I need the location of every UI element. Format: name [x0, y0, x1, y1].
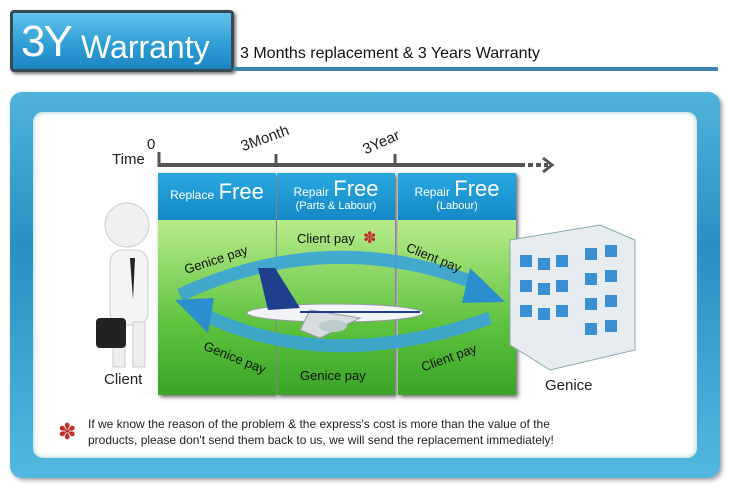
- client-label: Client: [104, 371, 143, 388]
- time-label: Time: [112, 151, 145, 168]
- header-divider: [233, 67, 718, 71]
- flower-icon: ✽: [363, 230, 377, 247]
- column-sub: (Labour): [436, 200, 478, 212]
- genice-label: Genice: [545, 377, 593, 394]
- footnote-line-1: If we know the reason of the problem & t…: [88, 417, 550, 431]
- column-word: Replace: [170, 188, 215, 202]
- column-free: Free: [333, 176, 379, 201]
- building-icon: [509, 224, 636, 371]
- column-replace: Replace Free: [158, 173, 276, 395]
- badge-small: Warranty: [81, 29, 210, 65]
- briefcase-icon: [96, 318, 126, 348]
- column-sub: (Parts & Labour): [295, 200, 377, 212]
- column-word: Repair: [414, 185, 450, 199]
- flower-icon: ✽: [58, 419, 77, 444]
- airplane-icon: [246, 268, 424, 339]
- subtitle: 3 Months replacement & 3 Years Warranty: [240, 45, 540, 62]
- flow-bottom-mid: Genice pay: [300, 368, 366, 383]
- column-repair-labour: Repair Free(Labour): [398, 173, 516, 395]
- client-figure-icon: [96, 202, 150, 368]
- arrow-to-client: [202, 309, 493, 353]
- arrow-head-right: [462, 268, 505, 303]
- column-free: Free: [218, 179, 264, 204]
- badge-big: 3Y: [21, 17, 73, 66]
- column-free: Free: [454, 176, 500, 201]
- column-word: Repair: [293, 185, 329, 199]
- arrow-head-left: [175, 298, 214, 333]
- warranty-badge: 3Y Warranty: [10, 10, 234, 72]
- footnote-line-2: products, please don't send them back to…: [88, 433, 554, 447]
- flow-top-mid: Client pay: [297, 231, 355, 246]
- tick-0: 0: [147, 136, 156, 153]
- arrow-to-genice: [177, 250, 483, 301]
